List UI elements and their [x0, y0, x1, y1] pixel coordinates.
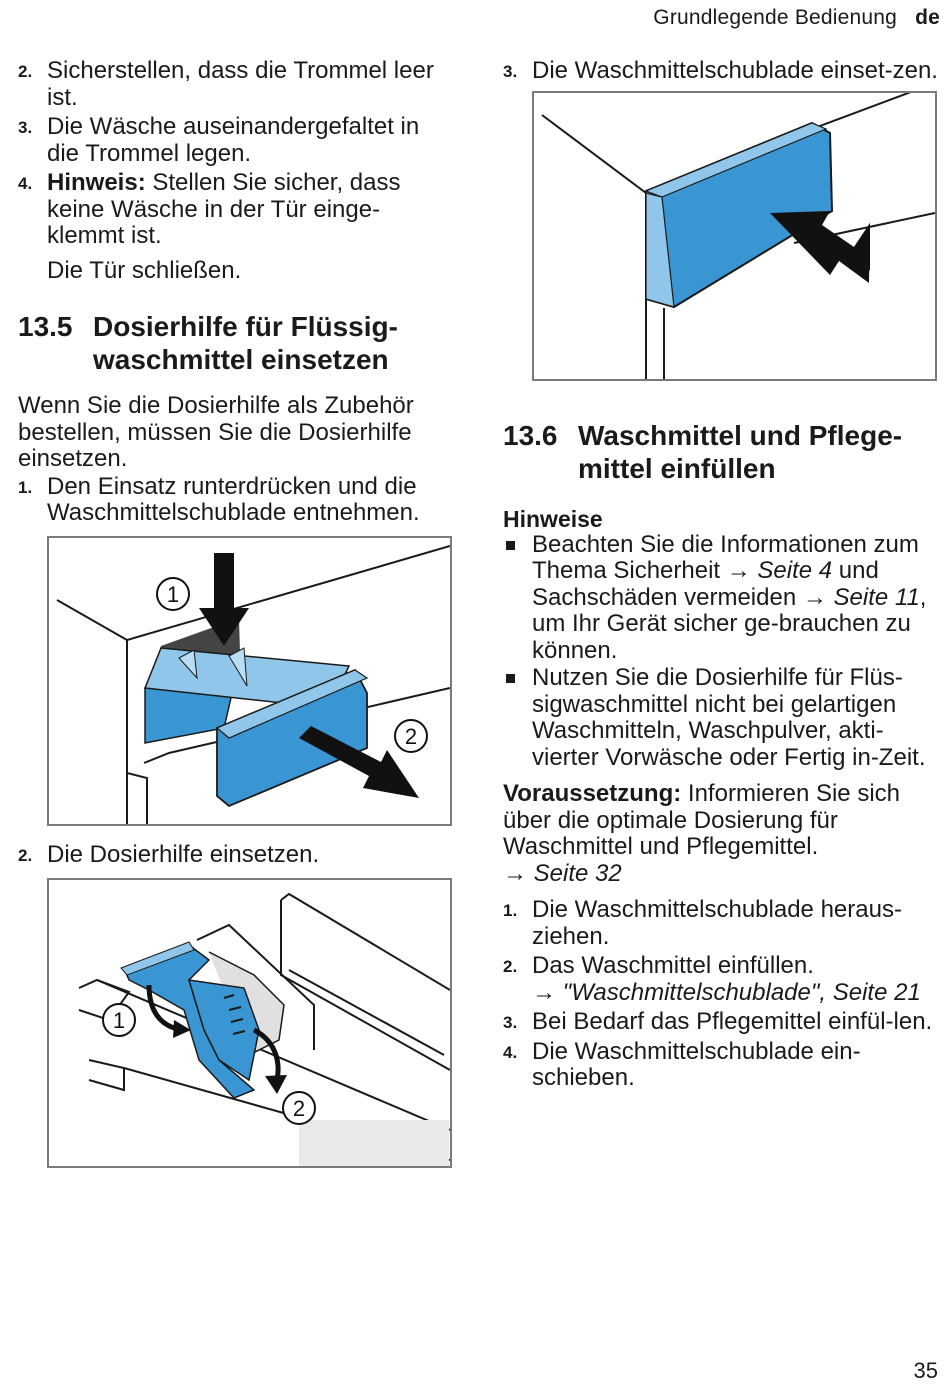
- step-number: 4.: [18, 174, 33, 193]
- step-number: 2.: [18, 62, 33, 81]
- page-link[interactable]: "Waschmittelschublade", Seite 21: [562, 978, 921, 1006]
- step-text: Die Waschmittelschublade einset-zen.: [532, 57, 938, 84]
- step-number: 3.: [18, 118, 33, 137]
- section-heading-13-5: 13.5 Dosierhilfe für Flüssig-waschmittel…: [18, 310, 453, 376]
- step-number: 1.: [503, 901, 518, 920]
- arrow-icon: →: [532, 978, 563, 1006]
- heading-number: 13.6: [503, 419, 558, 451]
- step-text: Den Einsatz runterdrücken und die Waschm…: [47, 472, 420, 526]
- drawer-removal-illustration: 1 2: [56, 544, 450, 824]
- page-link[interactable]: Seite 4: [757, 557, 833, 584]
- figure-label-2: 2: [293, 1096, 305, 1121]
- step-text: Die Waschmittelschublade ein-schieben.: [532, 1037, 861, 1091]
- note-text: Beachten Sie die Informationen zum Thema…: [532, 530, 919, 584]
- heading-title: Waschmittel und Pflege-mittel einfüllen: [578, 419, 903, 484]
- dosing-aid-illustration: 1 2: [78, 892, 450, 1166]
- list-item: 4. Hinweis: Stellen Sie sicher, dass kei…: [18, 169, 453, 250]
- step-number: 3.: [503, 62, 518, 81]
- step-text: Sicherstellen, dass die Trommel leer ist…: [47, 57, 434, 111]
- page-link[interactable]: Seite 32: [533, 859, 622, 887]
- heading-title: Dosierhilfe für Flüssig-waschmittel eins…: [93, 311, 398, 375]
- step-number: 2.: [18, 845, 33, 865]
- bullet-square-icon: [506, 540, 515, 550]
- step-number: 1.: [18, 477, 33, 497]
- figure-insert-dosing-aid: 1 2: [47, 878, 452, 1168]
- close-door-text: Die Tür schließen.: [47, 256, 242, 284]
- note-label: Hinweis:: [47, 169, 146, 196]
- figure-insert-drawer: [532, 90, 937, 381]
- step-text: Das Waschmittel einfüllen.: [532, 952, 814, 979]
- step-text: Die Dosierhilfe einsetzen.: [47, 840, 320, 868]
- page-header: Grundlegende Bedienung de: [653, 6, 940, 30]
- step-text: Bei Bedarf das Pflegemittel einfül-len.: [532, 1008, 933, 1035]
- step-text: Die Wäsche auseinandergefaltet in die Tr…: [47, 113, 420, 167]
- drawer-insert-illustration: [541, 92, 935, 379]
- list-item: 1. Den Einsatz runterdrücken und die Was…: [18, 472, 453, 527]
- figure-label-1: 1: [167, 582, 179, 607]
- step-number: 2.: [503, 957, 518, 976]
- figure-label-2: 2: [405, 724, 417, 749]
- list-item: 3. Die Waschmittelschublade einset-zen.: [503, 57, 938, 85]
- prerequisite-paragraph: Voraussetzung: Informieren Sie sich über…: [503, 780, 938, 887]
- list-item: 4. Die Waschmittelschublade ein-schieben…: [503, 1037, 938, 1092]
- list-item: 2. Das Waschmittel einfüllen. → "Waschmi…: [503, 952, 938, 1006]
- page-link[interactable]: Seite 11: [833, 583, 920, 611]
- arrow-icon: →: [503, 859, 534, 887]
- prerequisite-label: Voraussetzung:: [503, 780, 682, 807]
- step-number: 3.: [503, 1013, 518, 1032]
- prerequisite-text: Informieren Sie sich über die optimale D…: [503, 780, 901, 860]
- language-code: de: [915, 6, 940, 29]
- heading-number: 13.5: [18, 311, 73, 342]
- list-item: Nutzen Sie die Dosierhilfe für Flüs-sigw…: [503, 664, 938, 771]
- list-item: 1. Die Waschmittelschublade heraus-ziehe…: [503, 896, 938, 950]
- list-item: 2. Sicherstellen, dass die Trommel leer …: [18, 57, 453, 111]
- note-text: Nutzen Sie die Dosierhilfe für Flüs-sigw…: [532, 664, 926, 771]
- step-number: 4.: [503, 1042, 518, 1062]
- bullet-square-icon: [506, 674, 515, 683]
- intro-paragraph: Wenn Sie die Dosierhilfe als Zubehör bes…: [18, 392, 414, 472]
- section-title: Grundlegende Bedienung: [653, 6, 898, 29]
- procedure-list: 1. Die Waschmittelschublade heraus-ziehe…: [503, 896, 938, 1092]
- list-item: Beachten Sie die Informationen zum Thema…: [503, 530, 938, 665]
- page-number: 35: [913, 1358, 938, 1383]
- figure-remove-drawer: 1 2: [47, 535, 452, 826]
- notes-heading: Hinweise: [503, 505, 603, 532]
- figure-label-1: 1: [113, 1008, 125, 1033]
- section-heading-13-6: 13.6 Waschmittel und Pflege-mittel einfü…: [503, 419, 938, 485]
- list-item: 3. Bei Bedarf das Pflegemittel einfül-le…: [503, 1008, 938, 1036]
- step-text: Die Waschmittelschublade heraus-ziehen.: [532, 896, 902, 950]
- note-text: , um Ihr Gerät sicher ge-brauchen zu kön…: [532, 583, 927, 664]
- right-column: 3. Die Waschmittelschublade einset-zen. …: [503, 57, 938, 1095]
- note-text: und Sachschäden vermeiden →: [532, 557, 879, 611]
- step-text: Stellen Sie sicher, dass keine Wäsche in…: [47, 169, 401, 249]
- list-item: 2. Die Dosierhilfe einsetzen.: [18, 840, 453, 869]
- left-column: 2. Sicherstellen, dass die Trommel leer …: [18, 57, 453, 1168]
- list-item: 3. Die Wäsche auseinandergefaltet in die…: [18, 113, 453, 167]
